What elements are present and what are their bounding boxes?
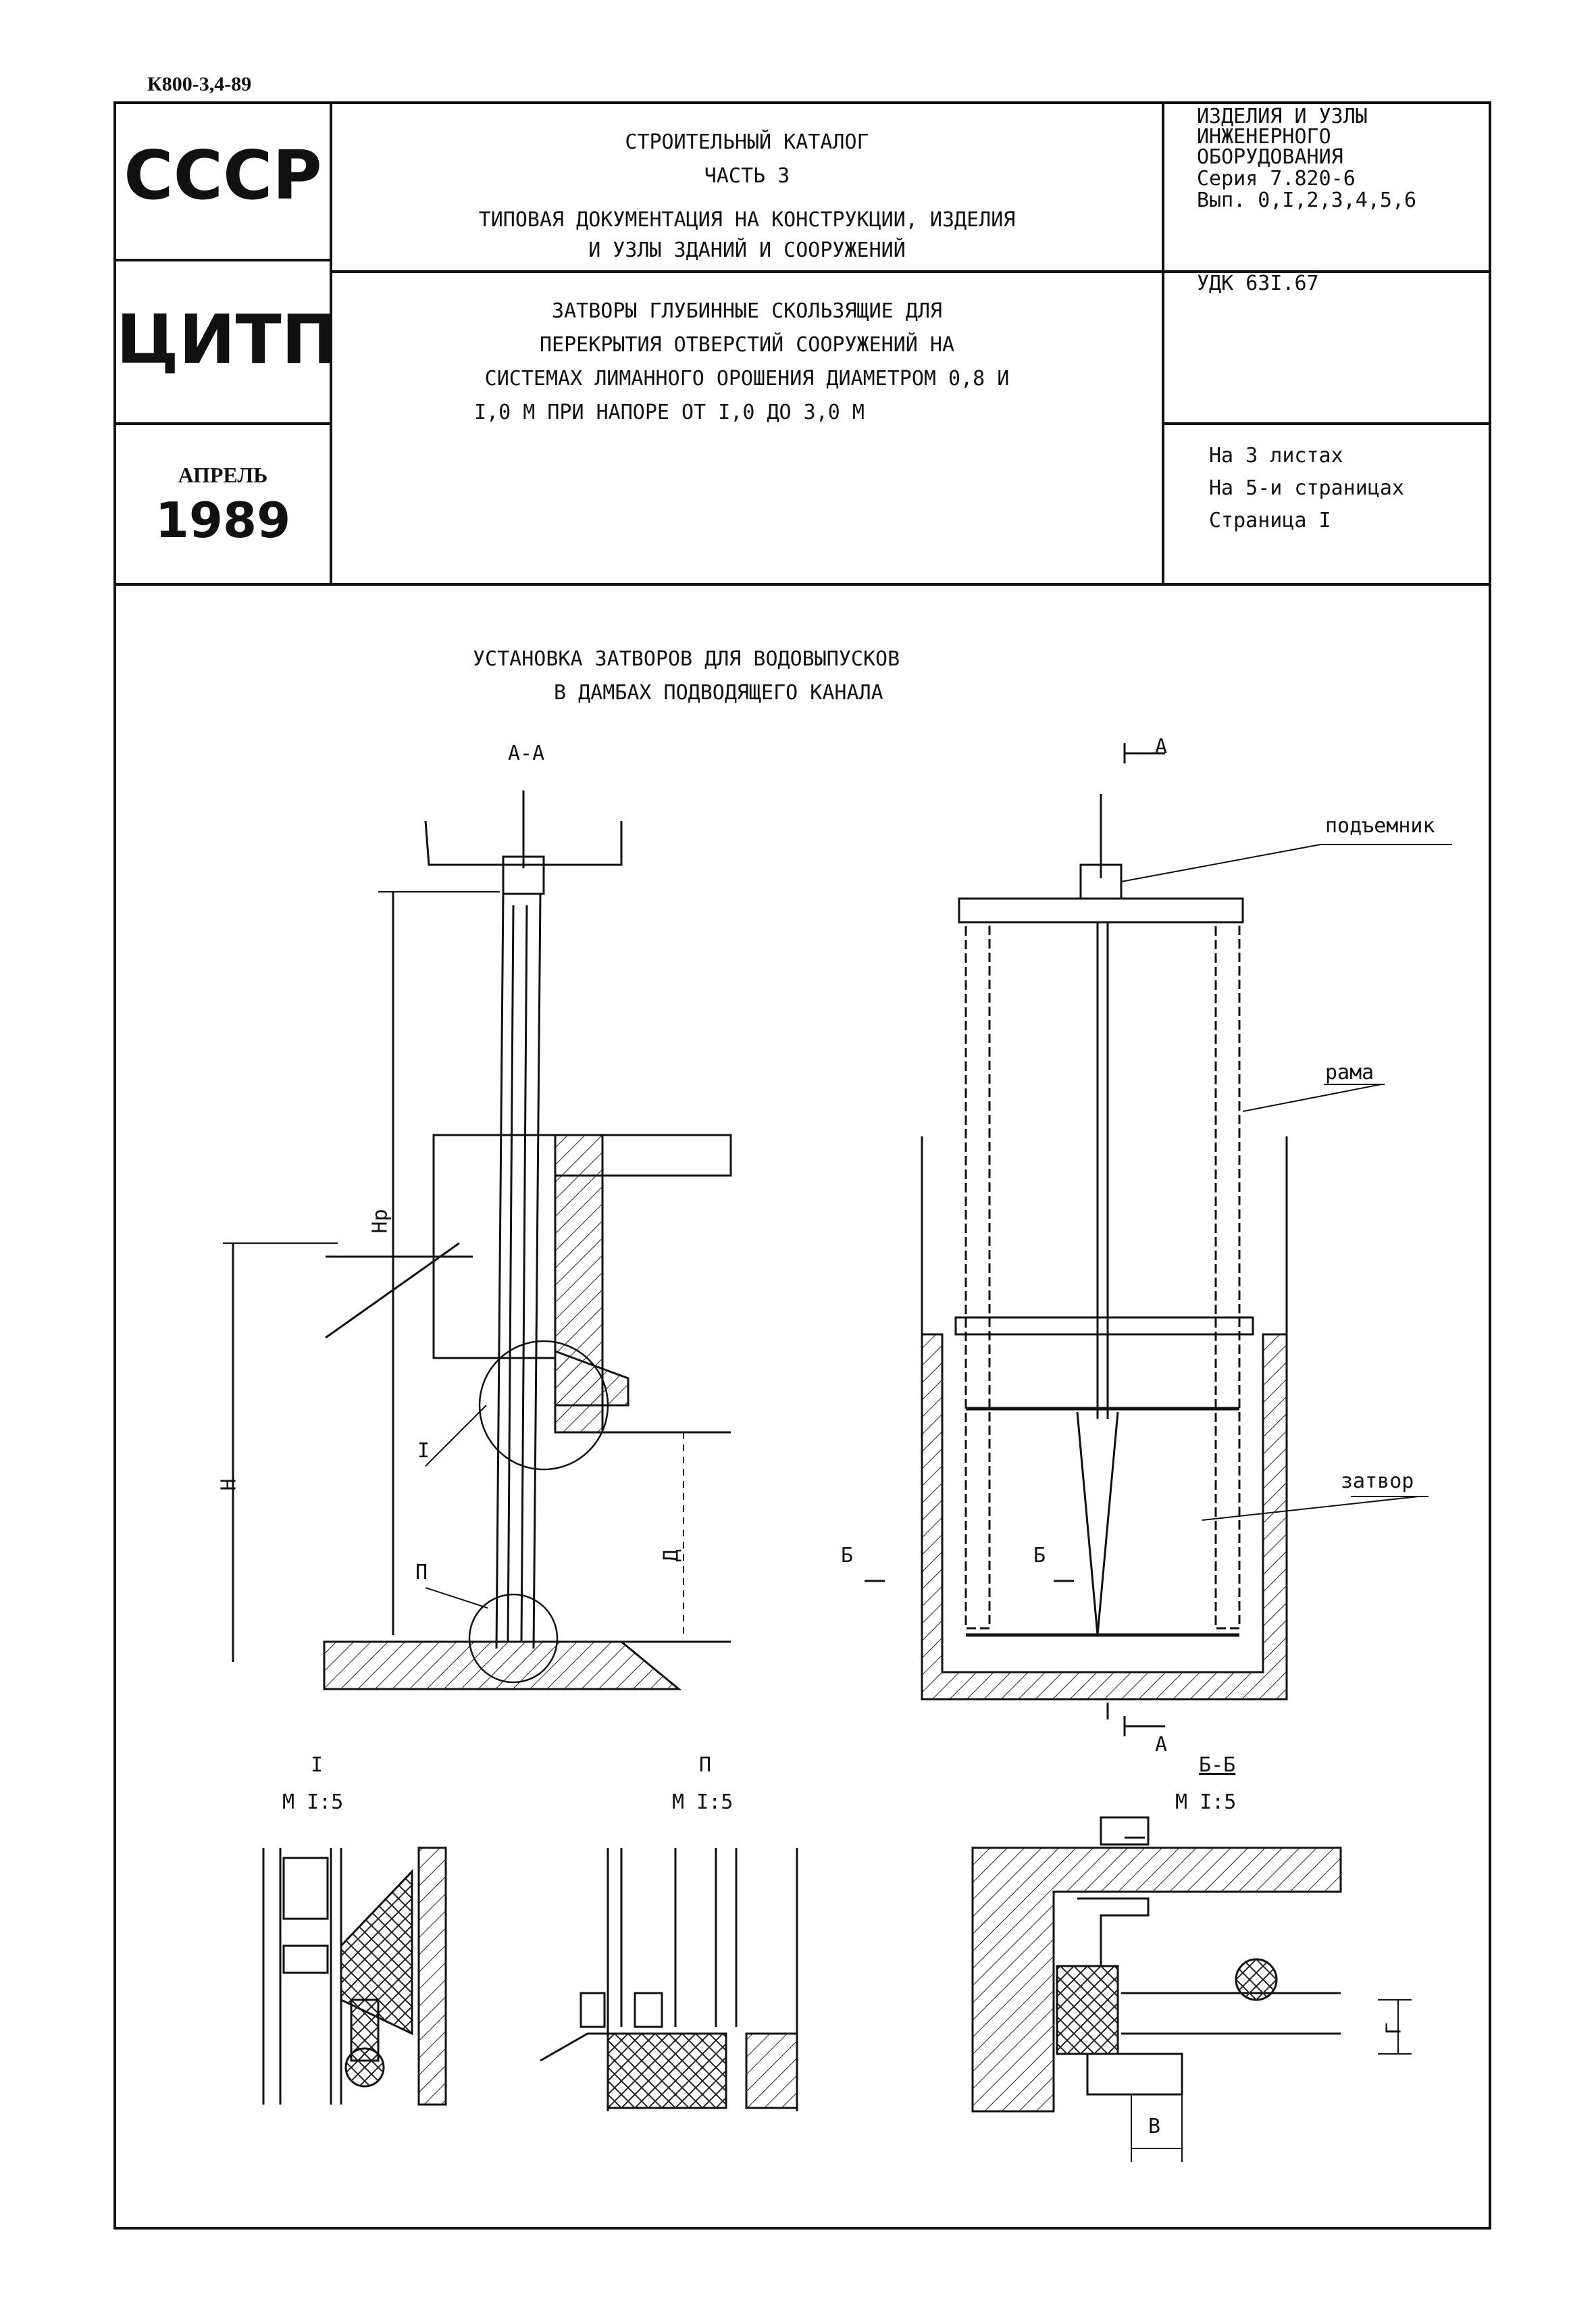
month-label: АПРЕЛЬ: [178, 463, 268, 487]
detail-1-callout: I: [417, 1439, 430, 1463]
title-line-1: ЗАТВОРЫ ГЛУБИННЫЕ СКОЛЬЗЯЩИЕ ДЛЯ: [552, 299, 942, 323]
title-line-4: I,0 М ПРИ НАПОРЕ ОТ I,0 ДО 3,0 М: [474, 401, 865, 424]
header-line-2: ЧАСТЬ 3: [704, 164, 790, 188]
divider-left-1: [113, 259, 330, 261]
dim-hp-label: Нр: [368, 1209, 392, 1234]
right-line-3: ОБОРУДОВАНИЯ: [1197, 145, 1343, 169]
section-bb-drawing: [971, 1816, 1412, 2162]
detail-2-scale: М I:5: [672, 1790, 733, 1814]
org-label: ЦИТП: [116, 300, 338, 379]
drawing-heading-1: УСТАНОВКА ЗАТВОРОВ ДЛЯ ВОДОВЫПУСКОВ: [473, 647, 900, 671]
drawing-frame: [113, 101, 1491, 2230]
cut-b-left-label: Б: [841, 1544, 854, 1567]
cut-a-top-label: А: [1155, 735, 1168, 759]
divider-right-2: [1162, 422, 1491, 425]
detail-1-title: I: [311, 1753, 324, 1777]
dim-v-label: В: [1148, 2115, 1161, 2138]
divider-right: [1162, 101, 1164, 584]
section-bb-scale: М I:5: [1175, 1790, 1237, 1814]
dim-g-label: Г: [1382, 2022, 1406, 2035]
lift-label: подъемник: [1325, 814, 1435, 838]
year-label: 1989: [155, 492, 291, 549]
gate-label: затвор: [1341, 1469, 1414, 1493]
series-label: Серия 7.820-6: [1197, 167, 1356, 191]
divider-titleblock: [113, 583, 1491, 586]
header-line-3: ТИПОВАЯ ДОКУМЕНТАЦИЯ НА КОНСТРУКЦИИ, ИЗД…: [478, 208, 1016, 232]
cut-b-right-label: Б: [1033, 1544, 1046, 1567]
header-line-1: СТРОИТЕЛЬНЫЙ КАТАЛОГ: [625, 130, 869, 154]
section-aa: [223, 790, 732, 1690]
detail-1-drawing: [262, 1846, 447, 2106]
dim-h-label: Н: [217, 1478, 241, 1491]
dim-d-label: Д: [659, 1549, 684, 1562]
divider-left-2: [113, 422, 330, 425]
document-code: К800-3,4-89: [147, 73, 252, 95]
detail-2-callout: П: [415, 1561, 428, 1584]
section-aa-label: А-А: [508, 742, 545, 765]
header-line-4: И УЗЛЫ ЗДАНИЙ И СООРУЖЕНИЙ: [588, 238, 906, 262]
detail-1-scale: М I:5: [282, 1790, 344, 1814]
pages-label: На 5-и страницах: [1209, 476, 1404, 500]
drawing-heading-2: В ДАМБАХ ПОДВОДЯЩЕГО КАНАЛА: [554, 681, 883, 705]
front-view: [865, 743, 1452, 1736]
right-line-2: ИНЖЕНЕРНОГО: [1197, 125, 1331, 149]
country-label: СССР: [124, 136, 322, 215]
frame-label: рама: [1325, 1061, 1374, 1084]
section-bb-title: Б-Б: [1199, 1753, 1236, 1777]
right-line-1: ИЗДЕЛИЯ И УЗЛЫ: [1197, 105, 1368, 128]
divider-header: [330, 270, 1491, 273]
udk-label: УДК 63I.67: [1197, 272, 1319, 295]
sheets-label: На 3 листах: [1209, 444, 1343, 468]
issues-label: Вып. 0,I,2,3,4,5,6: [1197, 188, 1417, 212]
cut-a-bottom-label: А: [1155, 1733, 1168, 1757]
title-line-2: ПЕРЕКРЫТИЯ ОТВЕРСТИЙ СООРУЖЕНИЙ НА: [539, 333, 955, 357]
detail-2-drawing: [540, 1848, 798, 2111]
divider-left: [330, 101, 332, 584]
detail-2-title: П: [699, 1753, 712, 1777]
page-label: Страница I: [1209, 509, 1331, 532]
title-line-3: СИСТЕМАХ ЛИМАННОГО ОРОШЕНИЯ ДИАМЕТРОМ 0,…: [484, 367, 1010, 391]
